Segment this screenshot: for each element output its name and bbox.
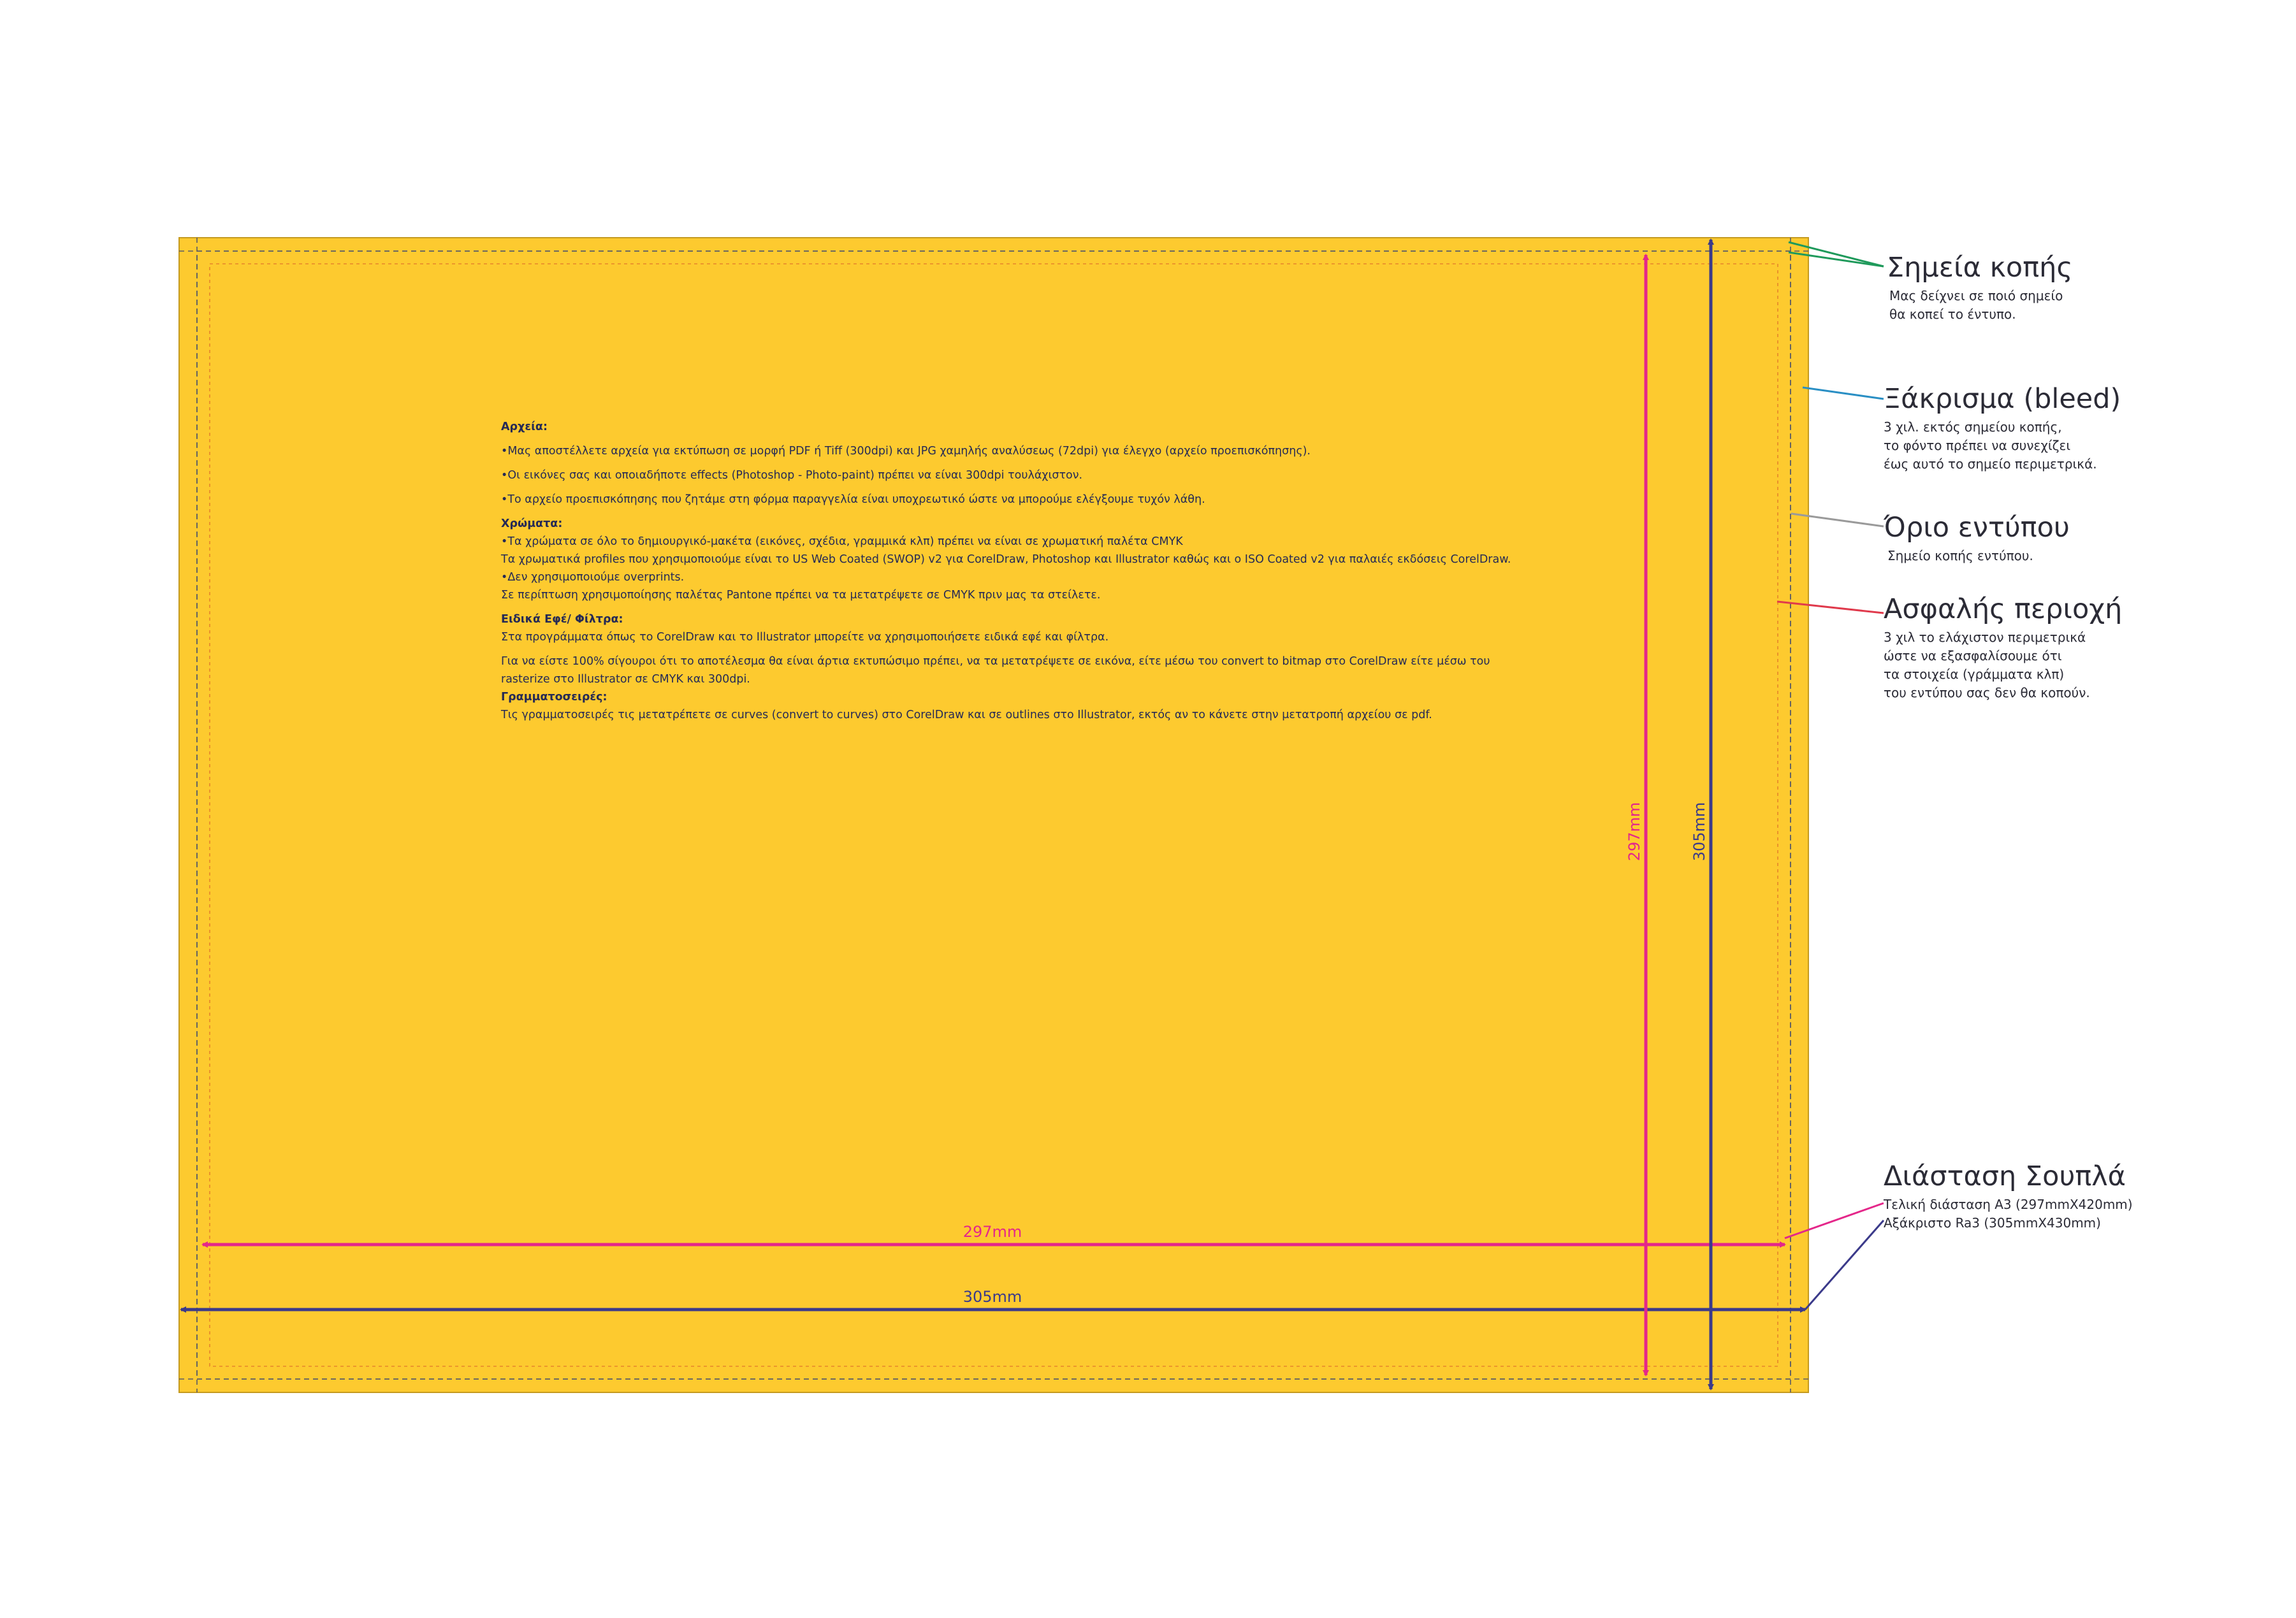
width-305-label: 305mm xyxy=(963,1288,1022,1306)
instructions-block: Αρχεία: •Μας αποστέλλετε αρχεία για εκτύ… xyxy=(501,418,1534,724)
annotation-desc: ώστε να εξασφαλίσουμε ότι xyxy=(1884,648,2062,663)
annotation-desc: θα κοπεί το έντυπο. xyxy=(1889,307,2016,322)
annotation-desc: Αξάκριστο Ra3 (305mmX430mm) xyxy=(1884,1215,2101,1231)
effects-item: Για να είστε 100% σίγουροι ότι το αποτέλ… xyxy=(501,655,1490,686)
annotation-desc: του εντύπου σας δεν θα κοπούν. xyxy=(1884,685,2090,700)
files-heading: Αρχεία: xyxy=(501,421,548,433)
leader-dimension-297 xyxy=(1784,1202,1884,1239)
annotation-print-limit: Όριο εντύπου Σημείο κοπής εντύπου. xyxy=(1884,511,2070,565)
width-297-label: 297mm xyxy=(963,1223,1022,1241)
annotation-desc: 3 χιλ το ελάχιστον περιμετρικά xyxy=(1884,630,2086,645)
effects-heading: Ειδικά Εφέ/ Φίλτρα: xyxy=(501,613,623,626)
annotation-title: Ασφαλής περιοχή xyxy=(1884,593,2123,625)
trim-border xyxy=(196,250,1791,1380)
annotation-desc: Σημείο κοπής εντύπου. xyxy=(1887,548,2033,563)
colors-heading: Χρώματα: xyxy=(501,517,563,530)
files-item: •Οι εικόνες σας και οποιαδήποτε effects … xyxy=(501,469,1083,482)
annotation-cut-marks: Σημεία κοπής Μας δείχνει σε ποιό σημείο … xyxy=(1887,251,2073,324)
leader-cut-marks-2 xyxy=(1788,251,1884,268)
annotation-desc: Τελική διάσταση Α3 (297mmX420mm) xyxy=(1884,1197,2133,1212)
colors-item: Σε περίπτωση χρησιμοποίησης παλέτας Pant… xyxy=(501,589,1101,602)
annotation-desc: το φόντο πρέπει να συνεχίζει xyxy=(1884,438,2071,453)
fonts-heading: Γραμματοσειρές: xyxy=(501,691,607,704)
colors-item: Τα χρωματικά profiles που χρησιμοποιούμε… xyxy=(501,553,1511,566)
annotation-title: Σημεία κοπής xyxy=(1887,252,2073,284)
leader-dimension-305 xyxy=(1804,1220,1885,1310)
leader-safe-area xyxy=(1776,600,1884,614)
leader-lines xyxy=(1776,241,1885,1310)
colors-item: •Τα χρώματα σε όλο το δημιουργικό-μακέτα… xyxy=(501,535,1183,548)
effects-item: Στα προγράμματα όπως το CorelDraw και το… xyxy=(501,631,1109,644)
leader-print-limit xyxy=(1791,512,1884,528)
annotation-bleed: Ξάκρισμα (bleed) 3 χιλ. εκτός σημείου κο… xyxy=(1884,382,2121,473)
annotation-title: Διάσταση Σουπλά xyxy=(1884,1160,2126,1192)
colors-item: •Δεν χρησιμοποιούμε overprints. xyxy=(501,571,685,584)
annotation-dimension: Διάσταση Σουπλά Τελική διάσταση Α3 (297m… xyxy=(1884,1160,2133,1232)
annotation-desc: Μας δείχνει σε ποιό σημείο xyxy=(1889,288,2063,303)
annotation-title: Ξάκρισμα (bleed) xyxy=(1884,383,2121,415)
annotation-desc: έως αυτό το σημείο περιμετρικά. xyxy=(1884,456,2097,472)
fonts-item: Τις γραμματοσειρές τις μετατρέπετε σε cu… xyxy=(501,709,1432,721)
safe-area-border xyxy=(209,263,1778,1367)
annotation-safe-area: Ασφαλής περιοχή 3 χιλ το ελάχιστον περιμ… xyxy=(1884,593,2122,702)
files-item: •Το αρχείο προεπισκόπησης που ζητάμε στη… xyxy=(501,493,1205,506)
annotation-desc: 3 χιλ. εκτός σημείου κοπής, xyxy=(1884,419,2062,435)
height-297-label: 297mm xyxy=(1625,802,1643,862)
files-item: •Μας αποστέλλετε αρχεία για εκτύπωση σε … xyxy=(501,445,1311,458)
annotation-title: Όριο εντύπου xyxy=(1884,512,2070,544)
annotation-desc: τα στοιχεία (γράμματα κλπ) xyxy=(1884,667,2065,682)
leader-bleed xyxy=(1802,386,1884,400)
bleed-sheet xyxy=(178,237,1809,1393)
height-305-label: 305mm xyxy=(1690,802,1708,862)
leader-cut-marks-1 xyxy=(1788,241,1884,268)
